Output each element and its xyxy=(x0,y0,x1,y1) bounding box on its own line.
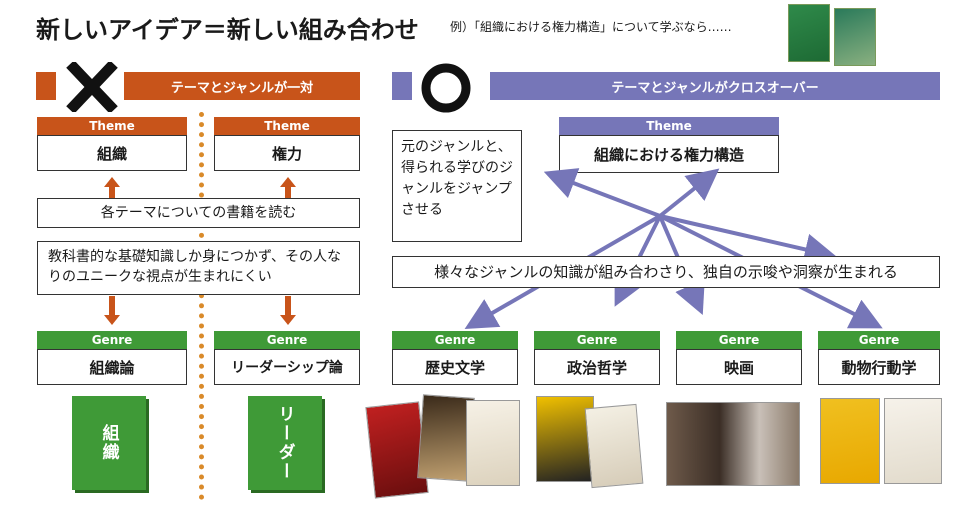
arrow-shaft xyxy=(109,186,115,198)
theme-label: Theme xyxy=(559,117,779,135)
book-cover-animal-behavior xyxy=(884,398,942,484)
book-cover-image xyxy=(788,4,830,62)
genre-box-animal-behavior: 動物行動学 xyxy=(818,349,940,385)
book-cover-prince xyxy=(584,403,644,489)
note-box: 教科書的な基礎知識しか身につかず、その人なりのユニークな視点が生まれにくい xyxy=(37,241,360,295)
left-banner-accent xyxy=(36,72,56,100)
film-poster-godfather xyxy=(666,402,800,486)
book-cover-king-solomon-ring xyxy=(820,398,880,484)
genre-box-leadership-theory: リーダーシップ論 xyxy=(214,349,360,385)
book-cover-historical xyxy=(466,400,520,486)
left-banner: テーマとジャンルが一対 xyxy=(124,72,360,100)
arrow-up-icon xyxy=(104,177,120,187)
arrow-down-icon xyxy=(104,315,120,325)
book-cover-image xyxy=(834,8,876,66)
theme-box-power: 権力 xyxy=(214,135,360,171)
theme-label: Theme xyxy=(37,117,187,135)
right-banner-accent xyxy=(392,72,412,100)
crossover-arrows xyxy=(464,168,883,330)
book-stack-organization: 組織 xyxy=(72,396,146,490)
read-books-box: 各テーマについての書籍を読む xyxy=(37,198,360,228)
genre-label: Genre xyxy=(214,331,360,349)
arrow-shaft xyxy=(285,186,291,198)
book-stack-leader: リーダー xyxy=(248,396,322,490)
page-title: 新しいアイデア＝新しい組み合わせ xyxy=(36,16,419,44)
genre-label: Genre xyxy=(392,331,518,349)
right-banner: テーマとジャンルがクロスオーバー xyxy=(490,72,940,100)
arrow-up-icon xyxy=(280,177,296,187)
theme-box-power-structure: 組織における権力構造 xyxy=(559,135,779,173)
cross-icon xyxy=(66,60,118,114)
genre-box-historical-literature: 歴史文学 xyxy=(392,349,518,385)
genre-box-organization-theory: 組織論 xyxy=(37,349,187,385)
arrow-shaft xyxy=(109,296,115,316)
insight-box: 様々なジャンルの知識が組み合わさり、独自の示唆や洞察が生まれる xyxy=(392,256,940,288)
genre-box-film: 映画 xyxy=(676,349,802,385)
arrow-shaft xyxy=(285,296,291,316)
book-cover-philosophy-illustrated xyxy=(536,396,594,482)
genre-label: Genre xyxy=(534,331,660,349)
genre-box-political-philosophy: 政治哲学 xyxy=(534,349,660,385)
circle-icon xyxy=(420,62,472,114)
genre-label: Genre xyxy=(676,331,802,349)
page-subtitle: 例）「組織における権力構造」について学ぶなら…… xyxy=(450,20,732,34)
dotted-divider xyxy=(199,112,204,500)
arrow-down-icon xyxy=(280,315,296,325)
jump-note-box: 元のジャンルと、得られる学びのジャンルをジャンプさせる xyxy=(392,130,522,242)
theme-box-organization: 組織 xyxy=(37,135,187,171)
theme-label: Theme xyxy=(214,117,360,135)
genre-label: Genre xyxy=(818,331,940,349)
genre-label: Genre xyxy=(37,331,187,349)
